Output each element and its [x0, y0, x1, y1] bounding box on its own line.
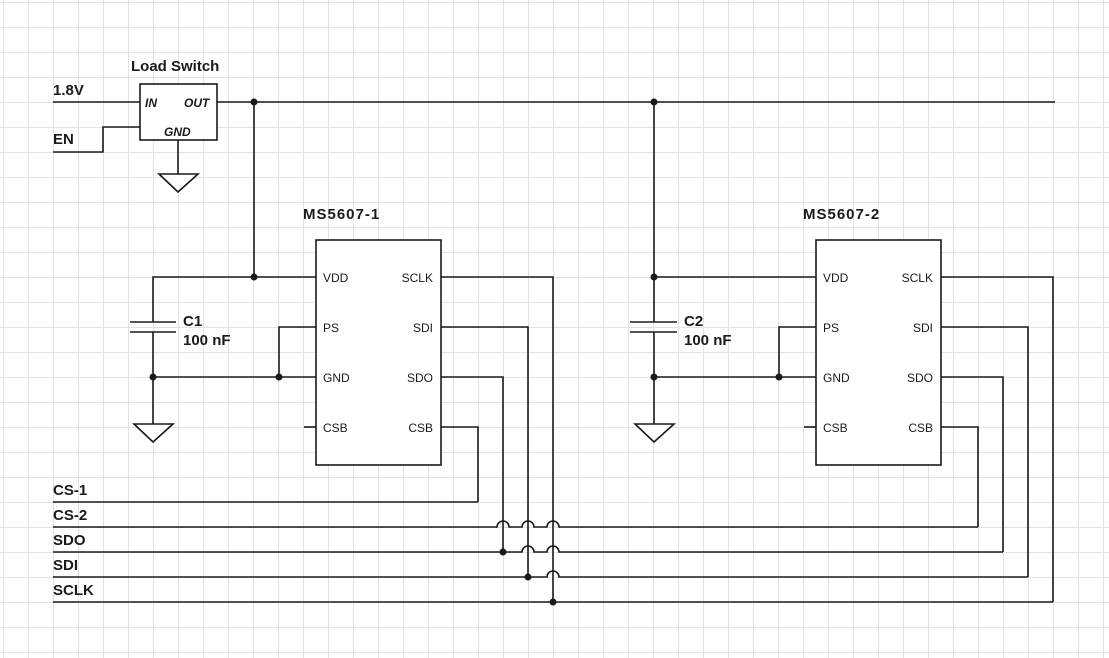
bus-label-sdi: SDI: [53, 557, 78, 574]
pin-vdd: VDD: [323, 271, 349, 285]
ps-wire-2: [778, 326, 816, 377]
sensor-name-2: MS5607-2: [803, 206, 880, 223]
capacitor-name-1: C1: [183, 313, 202, 330]
ground-symbol: [131, 423, 176, 444]
ground-symbol: [632, 423, 677, 444]
capacitor-value-2: 100 nF: [684, 332, 732, 349]
pin-sclk: SCLK: [902, 271, 933, 285]
bus-wire-sdo: [53, 545, 1003, 553]
vdd-wire-2: [653, 276, 816, 322]
sdo-wire-2: [941, 376, 1004, 552]
load-switch-pin-gnd: GND: [164, 125, 191, 139]
bus-label-cs-2: CS-2: [53, 507, 87, 524]
pin-sdo: SDO: [907, 371, 933, 385]
junctions: [149, 98, 783, 606]
vdd-wire-1: [152, 276, 316, 322]
sclk-wire-2: [941, 276, 1054, 602]
junction-dot: [149, 373, 157, 381]
junction-dot: [524, 573, 532, 581]
pin-csb: CSB: [408, 421, 433, 435]
supply-label: 1.8V: [53, 82, 84, 99]
sensor-section-2: C2 100 nF MS5607-2 VDD PS GND CSB SCLK S…: [630, 102, 1054, 602]
enable-wire: [53, 126, 140, 153]
bus-label-sdo: SDO: [53, 532, 86, 549]
enable-label: EN: [53, 131, 74, 148]
bus-wire-sdi: [53, 570, 1028, 578]
sensor-chip-2: [815, 239, 942, 466]
load-switch-title: Load Switch: [131, 58, 219, 75]
sensor-name-1: MS5607-1: [303, 206, 380, 223]
sdo-wire-1: [441, 376, 504, 515]
junction-dot: [650, 373, 658, 381]
ground-symbol: [156, 173, 201, 194]
pin-csb: CSB: [908, 421, 933, 435]
bus-label-sclk: SCLK: [53, 582, 94, 599]
sclk-wire-1: [441, 276, 554, 515]
load-switch-pin-in: IN: [145, 96, 157, 110]
pin-sdi: SDI: [913, 321, 933, 335]
sensor-section-1: C1 100 nF MS5607-1 VDD PS GND CSB SCLK S…: [130, 102, 554, 515]
junction-dot: [549, 598, 557, 606]
power-input-section: 1.8V EN Load Switch IN OUT GND: [53, 58, 1055, 194]
csb-wire-2: [941, 426, 979, 527]
ps-wire-1: [278, 326, 316, 377]
sdi-wire-1: [441, 326, 529, 515]
capacitor-value-1: 100 nF: [183, 332, 231, 349]
junction-dot: [650, 273, 658, 281]
pin-ps: PS: [823, 321, 839, 335]
load-switch-pin-out: OUT: [184, 96, 211, 110]
junction-dot: [250, 273, 258, 281]
junction-dot: [650, 98, 658, 106]
bus-wire-cs-2: [53, 520, 978, 528]
pin-sdi: SDI: [413, 321, 433, 335]
junction-dot: [499, 548, 507, 556]
pin-csb: CSB: [823, 421, 848, 435]
junction-dot: [250, 98, 258, 106]
pin-sclk: SCLK: [402, 271, 433, 285]
csb-wire-1: [441, 426, 479, 502]
junction-dot: [275, 373, 283, 381]
pin-csb: CSB: [323, 421, 348, 435]
load-switch: [139, 83, 218, 141]
sdi-wire-2: [941, 326, 1029, 577]
pin-sdo: SDO: [407, 371, 433, 385]
junction-dot: [775, 373, 783, 381]
sensor-chip-1: [315, 239, 442, 466]
bus-label-cs-1: CS-1: [53, 482, 87, 499]
pin-vdd: VDD: [823, 271, 849, 285]
capacitor-name-2: C2: [684, 313, 703, 330]
pin-gnd: GND: [323, 371, 350, 385]
pin-gnd: GND: [823, 371, 850, 385]
pin-ps: PS: [323, 321, 339, 335]
